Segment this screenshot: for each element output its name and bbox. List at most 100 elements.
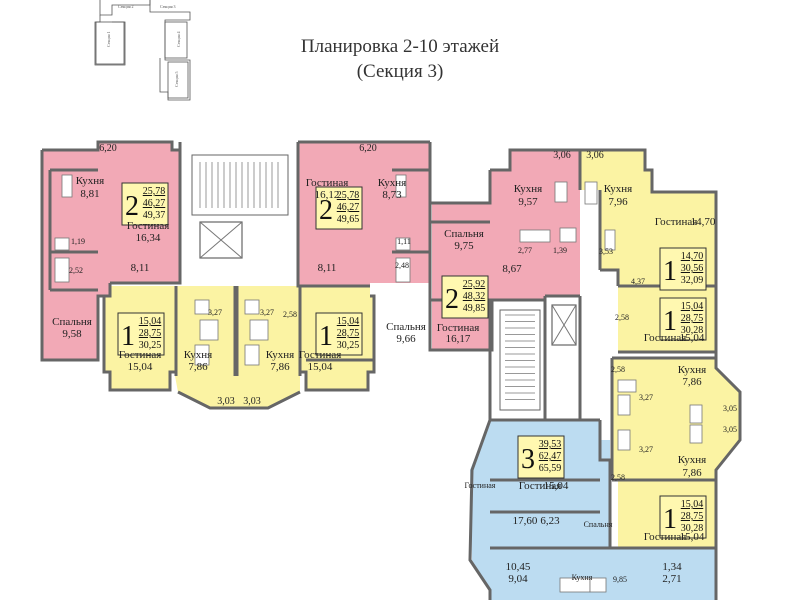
fixture [689, 424, 703, 444]
fixture [617, 394, 631, 416]
room-label: 1,34 [662, 561, 682, 573]
room-label: 3,05 [723, 404, 737, 413]
room-label: 2,58 [611, 365, 625, 374]
room-label: 16,17 [446, 333, 471, 345]
room-label: 2,58 [615, 313, 629, 322]
fixture [589, 577, 607, 593]
badge-frame [659, 247, 707, 291]
fixtures [54, 154, 703, 593]
title-line-1: Планировка 2-10 этажей [300, 36, 500, 57]
room-label: 9,57 [518, 196, 538, 208]
area-value: 30,28 [681, 523, 704, 534]
area-value: 14,70 [681, 251, 704, 262]
area-value: 49,37 [143, 210, 166, 221]
key-plan: Секция 2 Секция 3 Секция 1 Секция 4 Секц… [94, 0, 191, 101]
room-label: Спальня [584, 520, 613, 529]
room-label: Гостиная [119, 349, 162, 361]
fixture [554, 181, 568, 203]
room-label: 6,23 [540, 515, 560, 527]
room-label: 16,34 [136, 232, 161, 244]
wall-segment [580, 148, 742, 600]
area-value: 28,75 [337, 328, 360, 339]
fixture [244, 299, 260, 315]
room-label: 9,75 [454, 240, 474, 252]
wall-segment [42, 140, 180, 152]
room-label: Спальня [386, 321, 426, 333]
badge-frame [659, 495, 707, 539]
room-count: 3 [521, 444, 535, 475]
room-label: 16,12 [315, 189, 340, 201]
fixture [559, 227, 577, 243]
wall-segment [428, 142, 545, 352]
room-label: 7,86 [682, 467, 702, 479]
area-value: 49,65 [337, 214, 360, 225]
wall-segment [598, 420, 612, 548]
area-value: 28,75 [139, 328, 162, 339]
room-label: 15,04 [680, 332, 705, 344]
room-count: 1 [663, 256, 677, 287]
fixture [244, 344, 260, 366]
room-label: 17,60 [513, 515, 538, 527]
room-label: 3,27 [208, 308, 222, 317]
fixture [395, 174, 407, 198]
badge-frame [315, 186, 363, 230]
room-label: 2,71 [662, 573, 681, 585]
room-label: 1,19 [71, 237, 85, 246]
room-label: 8,11 [318, 262, 337, 274]
fixture [395, 237, 411, 251]
room-label: 6,20 [359, 143, 377, 154]
badge-frame [117, 312, 165, 356]
area-value: 28,75 [681, 511, 704, 522]
room-count: 2 [319, 195, 333, 226]
room-label: Гостиная [644, 332, 687, 344]
fixture [617, 379, 637, 393]
room-label: 6,20 [99, 143, 117, 154]
room-label: Кухня [604, 183, 632, 195]
room-label: 8,67 [502, 263, 522, 275]
room-label: Кухня [572, 573, 593, 582]
area-value: 30,28 [681, 325, 704, 336]
room-label: 3,27 [639, 393, 653, 402]
room-label: 1,11 [397, 237, 411, 246]
room-count: 1 [663, 504, 677, 535]
area-value: 48,32 [463, 291, 486, 302]
room-label: 2,58 [283, 310, 297, 319]
room-count: 1 [121, 321, 135, 352]
room-label: Кухня [378, 177, 406, 189]
room-label: 3,27 [260, 308, 274, 317]
keyplan-label: Секция 5 [174, 71, 179, 87]
area-value: 39,53 [539, 439, 562, 450]
area-value: 30,25 [337, 340, 360, 351]
room-label: 10,45 [506, 561, 531, 573]
fixture [194, 344, 210, 366]
keyplan-label: Секция 4 [176, 31, 181, 47]
room-label: 2,58 [611, 473, 625, 482]
room-label: Спальня [52, 316, 92, 328]
wall-segment [490, 148, 582, 190]
loggia-south [175, 376, 300, 408]
fixture [689, 404, 703, 424]
keyplan-label: Секция 1 [106, 31, 111, 47]
area-value: 49,85 [463, 303, 486, 314]
badge-frame [441, 275, 489, 319]
fixture [584, 181, 598, 205]
badge-frame [659, 297, 707, 341]
room-label: 2,48 [395, 261, 409, 270]
fixture [54, 257, 70, 283]
room-label: 3,03 [243, 396, 261, 407]
title-line-2: (Секция 3) [356, 61, 444, 82]
room-label: Гостиная [127, 220, 170, 232]
fixture [395, 257, 411, 283]
room-count: 1 [319, 321, 333, 352]
badge-frame [517, 435, 565, 479]
room-label: Гостиная [299, 349, 342, 361]
area-value: 62,47 [539, 451, 562, 462]
area-value: 15,04 [139, 316, 162, 327]
room-label: 7,96 [608, 196, 628, 208]
